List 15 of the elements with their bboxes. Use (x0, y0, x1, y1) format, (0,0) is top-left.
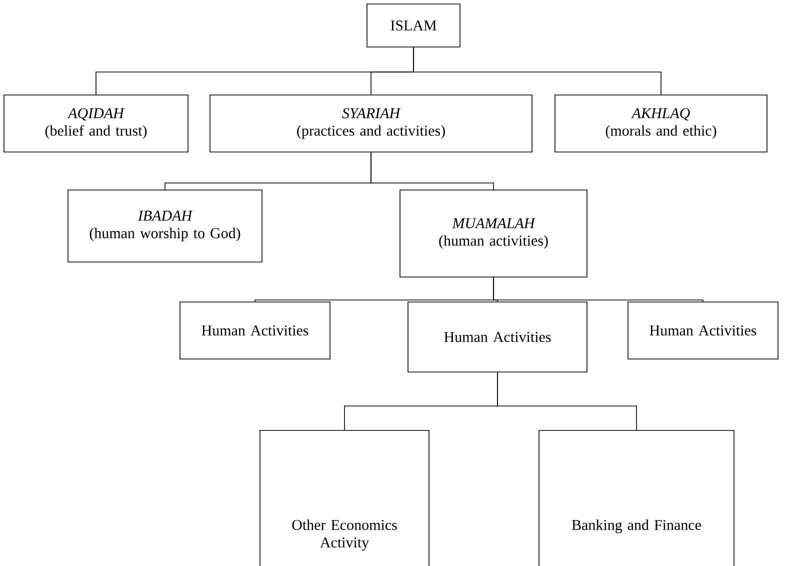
concept-box: IBADAH (human worship to God) (68, 190, 262, 262)
concept-box: Other Economics Activity (260, 430, 430, 566)
connector-line (413, 47, 662, 95)
concept-box: AQIDAH (belief and trust) (4, 94, 188, 152)
concept-box: Human Activities (628, 302, 778, 360)
connector-line (497, 372, 637, 430)
connector-line (493, 277, 704, 302)
concept-box: Human Activities (408, 302, 588, 372)
concept-box: MUAMALAH (human activities) (400, 190, 588, 278)
connector-line (370, 152, 494, 190)
concept-box: ISLAM (366, 4, 460, 48)
concept-box: SYARIAH (practices and activities) (210, 94, 532, 152)
concept-box: AKHLAQ (morals and ethic) (554, 94, 768, 152)
concept-box: Human Activities (180, 302, 330, 360)
concept-box: Banking and Finance (538, 430, 734, 566)
